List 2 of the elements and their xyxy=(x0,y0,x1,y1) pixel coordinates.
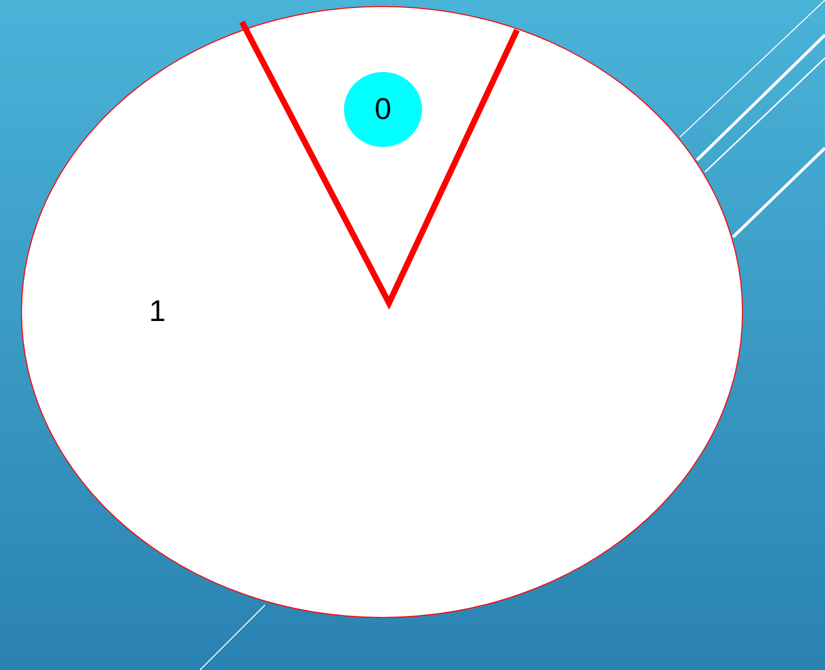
sector-label: 1 xyxy=(149,297,166,327)
sector-label: 0 xyxy=(374,94,392,124)
